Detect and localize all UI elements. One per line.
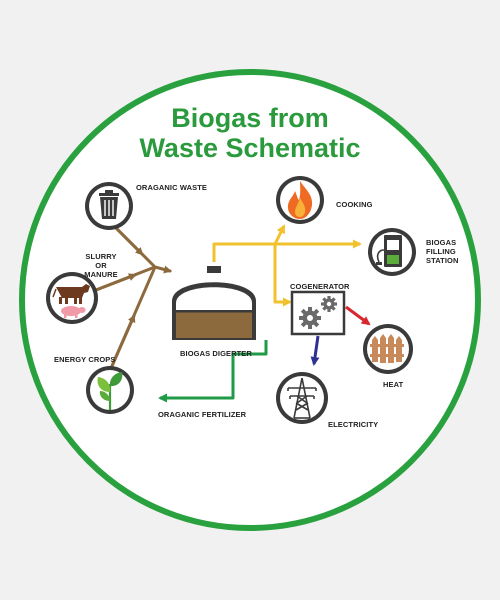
- cow-icon: [52, 284, 90, 304]
- energy-crops-icon-circle: [86, 366, 134, 414]
- electricity-icon-circle: [276, 372, 328, 424]
- plant-sprout-icon: [97, 372, 123, 410]
- arrow-slurry-head: [94, 273, 137, 292]
- feedstock-arrows: [94, 226, 172, 368]
- filling-station-icon-circle: [368, 228, 416, 276]
- label-slurry: SLURRY OR MANURE: [84, 252, 118, 279]
- label-organic-waste: ORAGANIC WASTE: [136, 183, 207, 192]
- label-energy-crops: ENERGY CROPS: [54, 355, 116, 364]
- arrow-heat: [345, 305, 371, 326]
- arrow-junction-to-digester: [153, 265, 172, 274]
- slurry-icon-circle: [46, 272, 98, 324]
- digester-sludge: [176, 312, 252, 338]
- arrow-gas-to-cogenerator: [273, 244, 292, 307]
- label-heat: HEAT: [383, 380, 404, 389]
- organic-waste-icon-circle: [85, 182, 133, 230]
- heat-icon-circle: [363, 324, 413, 374]
- label-cooking: COOKING: [336, 200, 373, 209]
- arrow-electricity: [310, 335, 320, 366]
- power-pylon-icon: [287, 377, 317, 419]
- arrow-gas-to-cooking: [273, 224, 286, 245]
- label-cogenerator: COGENERATOR: [290, 282, 350, 291]
- biogas-arrows: [212, 224, 362, 307]
- fence-icon: [370, 334, 404, 363]
- fuel-pump-icon: [376, 235, 402, 267]
- gears-icon: [299, 296, 337, 329]
- arrow-digester-gas-main: [212, 239, 362, 262]
- arrow-waste-head: [114, 226, 144, 256]
- cogenerator-box: [290, 290, 346, 336]
- flame-icon: [287, 181, 313, 219]
- arrow-fertilizer: [158, 340, 268, 403]
- trash-can-icon: [99, 190, 119, 219]
- label-electricity: ELECTRICITY: [328, 420, 379, 429]
- page-title-line-1: Biogas from: [171, 103, 329, 133]
- label-filling-station: BIOGAS FILLING STATION: [426, 238, 459, 265]
- cooking-icon-circle: [276, 176, 324, 224]
- label-fertilizer: ORAGANIC FERTILIZER: [158, 410, 247, 419]
- label-digester: BIOGAS DIGERTER: [180, 349, 252, 358]
- digester-tank-icon: [172, 266, 256, 340]
- arrow-crops-head: [110, 314, 136, 368]
- page-title-line-2: Waste Schematic: [139, 133, 361, 163]
- pig-icon: [61, 306, 86, 318]
